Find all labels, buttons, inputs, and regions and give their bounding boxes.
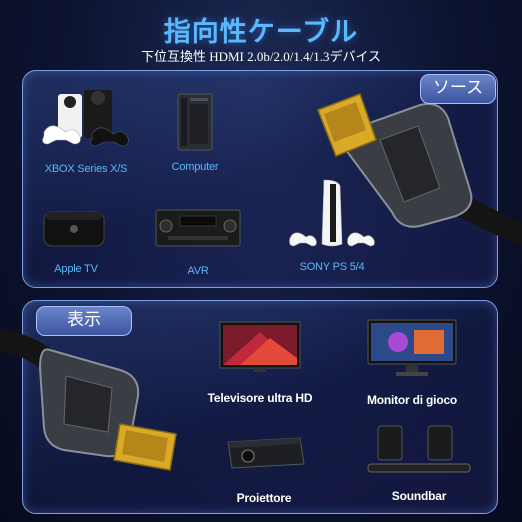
streaming-box-icon — [43, 211, 105, 247]
source-item-ps5: SONY PS 5/4 — [282, 176, 382, 273]
source-item-computer: Computer — [150, 90, 240, 173]
display-item-label: Soundbar — [391, 489, 447, 503]
av-receiver-icon — [155, 209, 241, 247]
source-item-label: SONY PS 5/4 — [299, 261, 365, 273]
projector-icon — [227, 437, 305, 469]
source-item-avr: AVR — [148, 206, 248, 277]
source-item-apple-tv: Apple TV — [36, 200, 116, 275]
page-subtitle: 下位互換性 HDMI 2.0b/2.0/1.4/1.3デバイス — [140, 49, 382, 64]
desktop-tower-icon — [177, 93, 213, 151]
display-item-soundbar: Soundbar — [364, 422, 474, 503]
source-item-xbox: XBOX Series X/S — [36, 88, 136, 175]
source-item-label: AVR — [187, 265, 209, 277]
display-item-monitor: Monitor di gioco — [352, 316, 472, 407]
display-item-label: Monitor di gioco — [366, 393, 458, 407]
tv-icon — [219, 321, 301, 372]
game-console-icon — [42, 90, 129, 147]
gaming-monitor-icon — [367, 319, 457, 376]
page-title: 指向性ケーブル — [163, 17, 359, 48]
display-item-label: Televisore ultra HD — [207, 391, 313, 405]
soundbar-icon — [367, 425, 471, 473]
playstation-console-icon — [289, 179, 375, 247]
source-item-label: XBOX Series X/S — [44, 163, 128, 175]
display-item-label: Proiettore — [236, 491, 292, 505]
display-item-tv: Televisore ultra HD — [200, 318, 320, 405]
source-item-label: Computer — [171, 161, 219, 173]
source-badge: ソース — [420, 74, 496, 104]
display-item-projector: Proiettore — [214, 428, 314, 505]
display-badge: 表示 — [36, 306, 132, 336]
source-item-label: Apple TV — [54, 263, 98, 275]
